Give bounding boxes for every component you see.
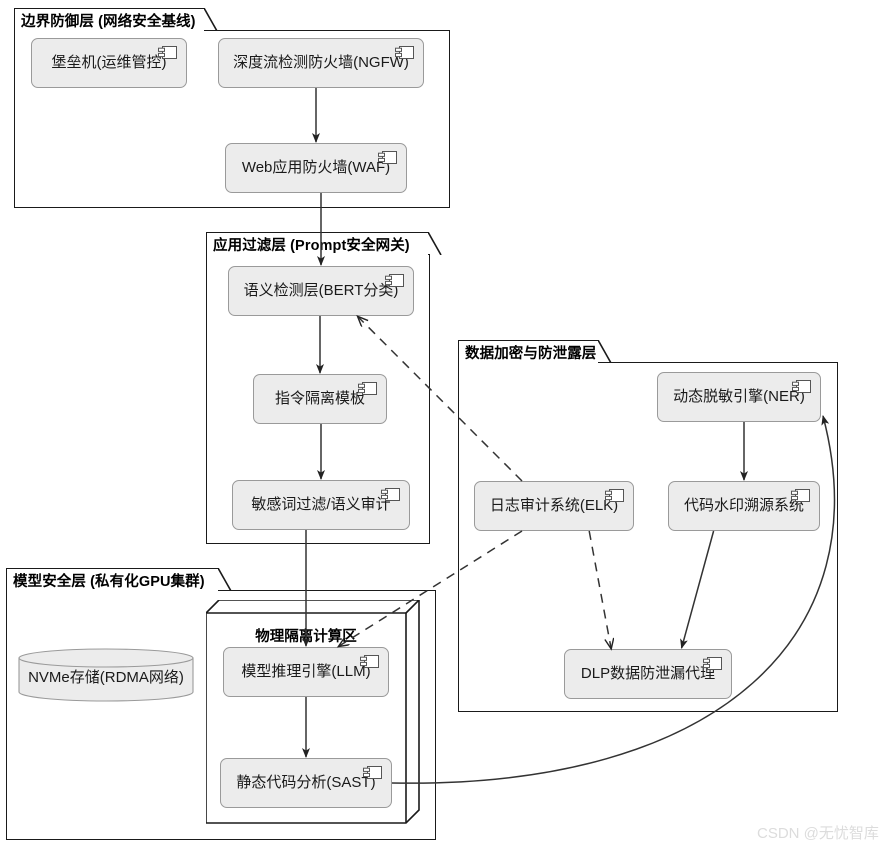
- package-tab: 数据加密与防泄露层: [458, 340, 598, 363]
- component-label: Web应用防火墙(WAF): [241, 159, 391, 177]
- package-tab: 边界防御层 (网络安全基线): [14, 8, 204, 31]
- uml-component-icon: [605, 489, 624, 502]
- uml-component-icon: [381, 488, 400, 501]
- package-tab-slant: [597, 339, 612, 364]
- uml-component-icon: [385, 274, 404, 287]
- package-title: 应用过滤层 (Prompt安全网关): [213, 237, 410, 254]
- component-ngfw[interactable]: 深度流检测防火墙(NGFW): [218, 38, 424, 88]
- component-ner[interactable]: 动态脱敏引擎(NER): [657, 372, 821, 422]
- component-bastion[interactable]: 堡垒机(运维管控): [31, 38, 187, 88]
- component-llm[interactable]: 模型推理引擎(LLM): [223, 647, 389, 697]
- uml-component-icon: [158, 46, 177, 59]
- component-isolation[interactable]: 指令隔离模板: [253, 374, 387, 424]
- node-title: 物理隔离计算区: [255, 629, 357, 645]
- cylinder-shape: [18, 648, 194, 702]
- component-sensitive[interactable]: 敏感词过滤/语义审计: [232, 480, 410, 530]
- uml-component-icon: [358, 382, 377, 395]
- component-label: 堡垒机(运维管控): [51, 54, 167, 72]
- component-elk[interactable]: 日志审计系统(ELK): [474, 481, 634, 531]
- component-waf[interactable]: Web应用防火墙(WAF): [225, 143, 407, 193]
- database-label: NVMe存储(RDMA网络): [28, 669, 184, 686]
- component-dlp[interactable]: DLP数据防泄漏代理: [564, 649, 732, 699]
- component-bert[interactable]: 语义检测层(BERT分类): [228, 266, 414, 316]
- uml-component-icon: [395, 46, 414, 59]
- component-sast[interactable]: 静态代码分析(SAST): [220, 758, 392, 808]
- package-tab-slant: [203, 7, 218, 32]
- uml-component-icon: [792, 380, 811, 393]
- database-nvme: NVMe存储(RDMA网络): [18, 648, 194, 702]
- uml-component-icon: [791, 489, 810, 502]
- package-tab-slant: [217, 567, 232, 592]
- package-tab-slant: [427, 231, 442, 256]
- component-label: 语义检测层(BERT分类): [243, 282, 399, 300]
- component-label: 静态代码分析(SAST): [236, 774, 376, 792]
- component-label: 指令隔离模板: [274, 390, 365, 408]
- component-label: 动态脱敏引擎(NER): [673, 388, 805, 406]
- component-watermark[interactable]: 代码水印溯源系统: [668, 481, 820, 531]
- uml-component-icon: [363, 766, 382, 779]
- package-title: 边界防御层 (网络安全基线): [21, 13, 196, 30]
- package-title: 模型安全层 (私有化GPU集群): [13, 573, 205, 590]
- component-label: DLP数据防泄漏代理: [580, 665, 716, 683]
- package-tab: 应用过滤层 (Prompt安全网关): [206, 232, 428, 255]
- uml-component-icon: [378, 151, 397, 164]
- uml-component-icon: [360, 655, 379, 668]
- package-title: 数据加密与防泄露层: [465, 345, 597, 362]
- component-label: 模型推理引擎(LLM): [241, 663, 371, 681]
- component-label: 深度流检测防火墙(NGFW): [233, 54, 409, 72]
- package-tab: 模型安全层 (私有化GPU集群): [6, 568, 218, 591]
- component-label: 敏感词过滤/语义审计: [251, 496, 391, 514]
- uml-component-icon: [703, 657, 722, 670]
- csdn-watermark: CSDN @无忧智库: [757, 825, 879, 842]
